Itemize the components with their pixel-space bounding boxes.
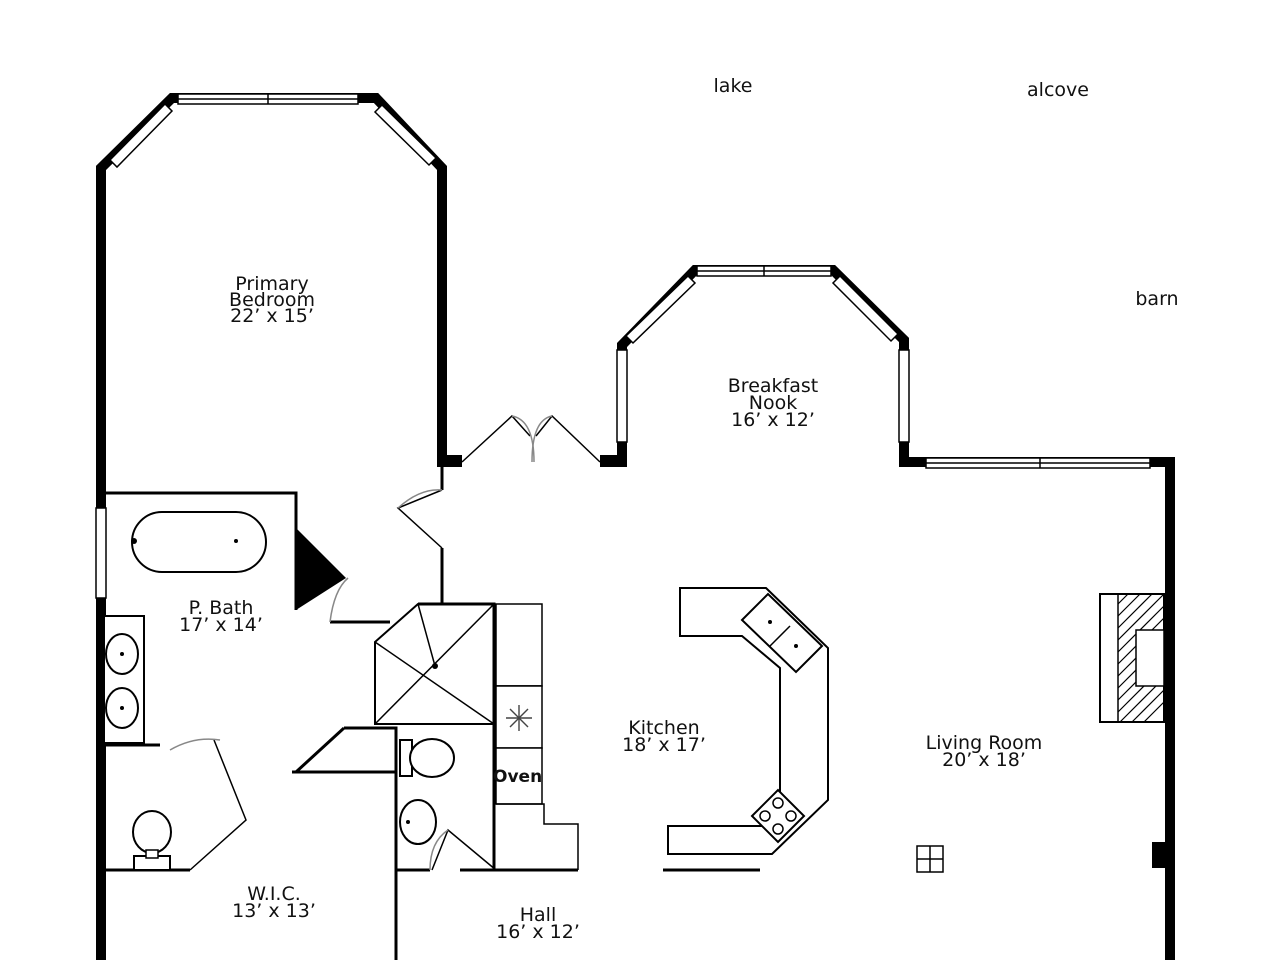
sink-icon [740, 592, 824, 674]
label-barn: barn [1135, 288, 1178, 310]
room-name2-breakfast-nook: Nook [749, 392, 797, 414]
room-labels: Primary Bedroom 22’ x 15’ Breakfast Nook… [179, 273, 1042, 943]
bath-fixtures [103, 511, 455, 871]
room-name-wic: W.I.C. [247, 883, 301, 905]
kitchen-fixtures: Oven [493, 587, 829, 870]
room-name2-primary-bedroom: Bedroom [229, 289, 315, 311]
snowflake-icon [506, 705, 532, 731]
room-name-breakfast-nook: Breakfast [728, 375, 818, 397]
fireplace-icon [1099, 593, 1165, 723]
room-size-kitchen: 18’ x 17’ [622, 734, 706, 756]
interior-walls [104, 462, 760, 960]
room-size-living-room: 20’ x 18’ [942, 749, 1026, 771]
room-size-breakfast-nook: 16’ x 12’ [731, 409, 815, 431]
cooktop-icon [750, 788, 806, 844]
room-name-living-room: Living Room [926, 732, 1043, 754]
doors [169, 414, 601, 871]
window-grid-icon [916, 845, 944, 873]
room-size-p-bath: 17’ x 14’ [179, 614, 263, 636]
room-name-hall: Hall [520, 904, 557, 926]
label-alcove: alcove [1027, 79, 1089, 101]
room-name-primary-bedroom: Primary [235, 273, 308, 295]
oven-label: Oven [493, 767, 542, 787]
label-lake: lake [714, 75, 753, 97]
windows [95, 93, 1151, 599]
room-name-p-bath: P. Bath [189, 597, 254, 619]
exterior-labels: lake alcove barn [714, 75, 1179, 310]
room-size-wic: 13’ x 13’ [232, 900, 316, 922]
room-name-kitchen: Kitchen [628, 717, 699, 739]
room-size-hall: 16’ x 12’ [496, 921, 580, 943]
room-size-primary-bedroom: 22’ x 15’ [230, 305, 314, 327]
